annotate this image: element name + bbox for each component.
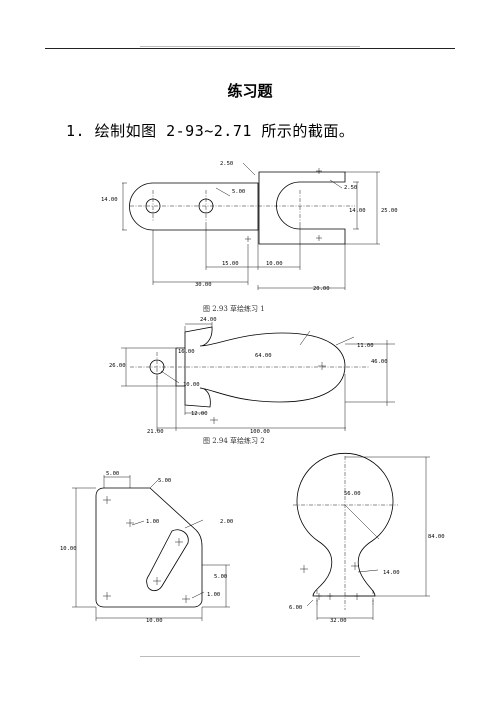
fig94-d21: 21.00 <box>147 429 164 435</box>
header-rule <box>45 48 455 49</box>
fig96-cross-marks <box>300 562 360 600</box>
fig96-r-neck: 14.00 <box>383 570 400 576</box>
fig94-d12: 12.00 <box>191 411 208 417</box>
fig96-r-big: 56.00 <box>344 491 361 497</box>
fig96-r-foot: 6.00 <box>289 605 302 611</box>
fig94-hole-dim: 10.00 <box>183 382 200 388</box>
fig93-h-mid: 14.00 <box>349 208 366 214</box>
fig94-body: 64.00 <box>255 353 272 359</box>
fig93-d10: 10.00 <box>266 261 283 267</box>
fig94-right: 11.00 <box>357 343 374 349</box>
fig95-side: 5.00 <box>214 574 227 580</box>
fig96-outline <box>296 452 394 597</box>
fig93-d20: 20.00 <box>313 286 330 292</box>
figure-2-95: 5.00 5.00 1.00 2.00 10.00 5.00 1.00 10.0… <box>60 471 233 624</box>
fig93-right-plate <box>258 171 346 245</box>
fig95-outline <box>95 487 203 608</box>
fig94-top: 24.00 <box>200 317 217 323</box>
footer-rule <box>140 656 360 657</box>
fig93-caption: 图 2.93 草绘练习 1 <box>203 304 265 313</box>
fig94-h-right: 46.00 <box>371 359 388 365</box>
fig94-cross-marks <box>210 362 326 424</box>
fig93-h-right: 25.00 <box>381 208 398 214</box>
fig95-width: 10.00 <box>146 618 163 624</box>
fig93-r-top: 2.50 <box>220 161 233 167</box>
fig95-top: 5.00 <box>106 471 119 477</box>
fig96-height: 84.00 <box>428 534 445 540</box>
fig93-r-right: 2.50 <box>344 185 357 191</box>
fig94-h-left: 26.00 <box>109 363 126 369</box>
figure-2-96: 56.00 84.00 14.00 6.00 32.00 <box>289 452 445 624</box>
fig93-left-bar <box>129 182 259 231</box>
fig93-cross-marks <box>245 168 322 242</box>
fig93-hole-dim: 5.00 <box>232 189 245 195</box>
fig95-r-outer: 2.00 <box>220 519 233 525</box>
fig94-outline <box>184 326 346 408</box>
fig94-neck: 16.00 <box>178 349 195 355</box>
fig95-cross-marks <box>103 496 190 603</box>
fig93-d15: 15.00 <box>222 261 239 267</box>
fig94-d100: 100.00 <box>250 429 270 435</box>
figure-2-93: 2.50 5.00 2.50 14.00 14.00 25.00 15.00 1… <box>101 161 398 292</box>
fig93-h-left: 14.00 <box>101 197 118 203</box>
page-title: 练习题 <box>227 82 273 100</box>
fig93-d30: 30.00 <box>195 282 212 288</box>
header-rule-inner <box>140 46 360 47</box>
fig96-width: 32.00 <box>330 618 347 624</box>
fig95-r-top: 5.00 <box>158 478 171 484</box>
fig95-r-bottom: 1.00 <box>207 592 220 598</box>
fig95-slot: 1.00 <box>146 519 159 525</box>
question-text: 1. 绘制如图 2-93~2.71 所示的截面。 <box>66 122 355 140</box>
fig95-height: 10.00 <box>60 546 77 552</box>
fig94-caption: 图 2.94 草绘练习 2 <box>203 436 265 445</box>
fig95-slot <box>146 529 189 592</box>
figure-2-94: 24.00 16.00 64.00 11.00 26.00 46.00 10.0… <box>109 317 395 435</box>
